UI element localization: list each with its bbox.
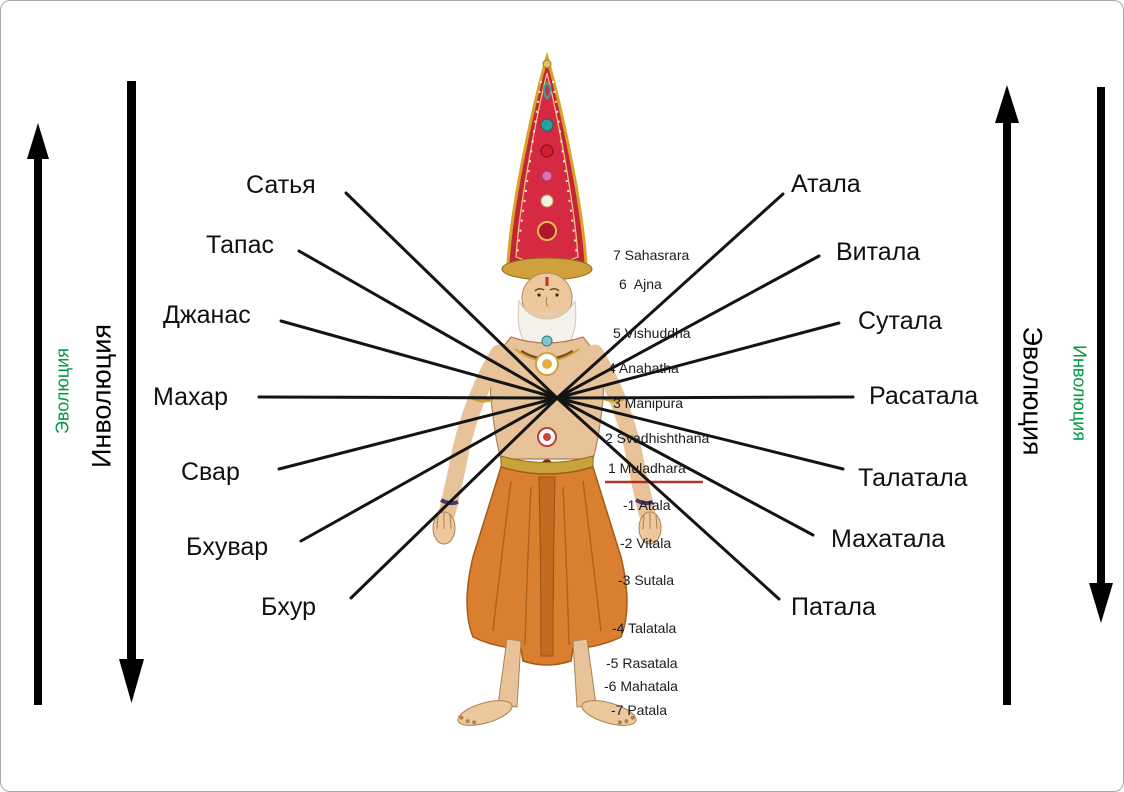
loka-label-janas: Джанас: [163, 301, 251, 329]
chakra-label-minus-mahatala: -6 Mahatala: [604, 678, 678, 694]
chakra-label-minus-sutala: -3 Sutala: [618, 572, 675, 588]
chakra-label-minus-rasatala: -5 Rasatala: [606, 655, 678, 671]
left-axis-label-evolution: Эволюция: [52, 347, 73, 435]
loka-label-satya: Сатья: [246, 171, 316, 199]
loka-label-svar: Свар: [181, 458, 240, 486]
loka-label-vitala: Витала: [836, 238, 921, 266]
left-axis-label-involution: Инволюция: [86, 324, 117, 468]
evolution-arrow-right: [995, 85, 1019, 705]
chakra-label-vishuddha: 5 Vishuddha: [613, 325, 691, 341]
chakra-label-minus-atala: -1 Atala: [623, 497, 671, 513]
loka-label-tapas: Тапас: [206, 231, 274, 259]
chakra-label-ajna: 6 Ajna: [619, 276, 662, 292]
radiating-lines: [257, 191, 855, 601]
loka-label-bhuvar: Бхувар: [186, 533, 269, 561]
involution-arrow-left: [119, 81, 144, 703]
chakra-label-minus-talatala: -4 Talatala: [612, 620, 677, 636]
chakra-label-sahasrara: 7 Sahasrara: [613, 247, 690, 263]
loka-label-sutala: Сутала: [858, 307, 943, 335]
chakra-label-svadhishthana: 2 Svadhishthana: [605, 430, 710, 446]
involution-arrow-right: [1089, 87, 1113, 623]
loka-label-rasatala: Расатала: [869, 382, 979, 410]
right-axis-label-involution: Инволюция: [1069, 345, 1090, 441]
loka-label-atala: Атала: [791, 170, 861, 198]
chakra-label-minus-patala: -7 Patala: [611, 702, 668, 718]
chakra-label-manipura: 3 Manipura: [613, 395, 684, 411]
right-axis-label-evolution: Эволюция: [1017, 326, 1048, 456]
loka-label-mahar: Махар: [153, 383, 229, 411]
loka-label-bhur: Бхур: [261, 593, 317, 621]
chakra-label-minus-vitala: -2 Vitala: [620, 535, 672, 551]
chakra-label-muladhara: 1 Muladhara: [608, 460, 686, 476]
loka-label-talatala: Талатала: [858, 464, 968, 492]
chakra-label-anahatha: 4 Anahatha: [608, 360, 679, 376]
loka-label-mahatala: Махатала: [831, 525, 946, 553]
evolution-arrow-left: [27, 123, 49, 705]
loka-label-patala: Патала: [791, 593, 876, 621]
deity-figure-illustration: [432, 51, 662, 726]
